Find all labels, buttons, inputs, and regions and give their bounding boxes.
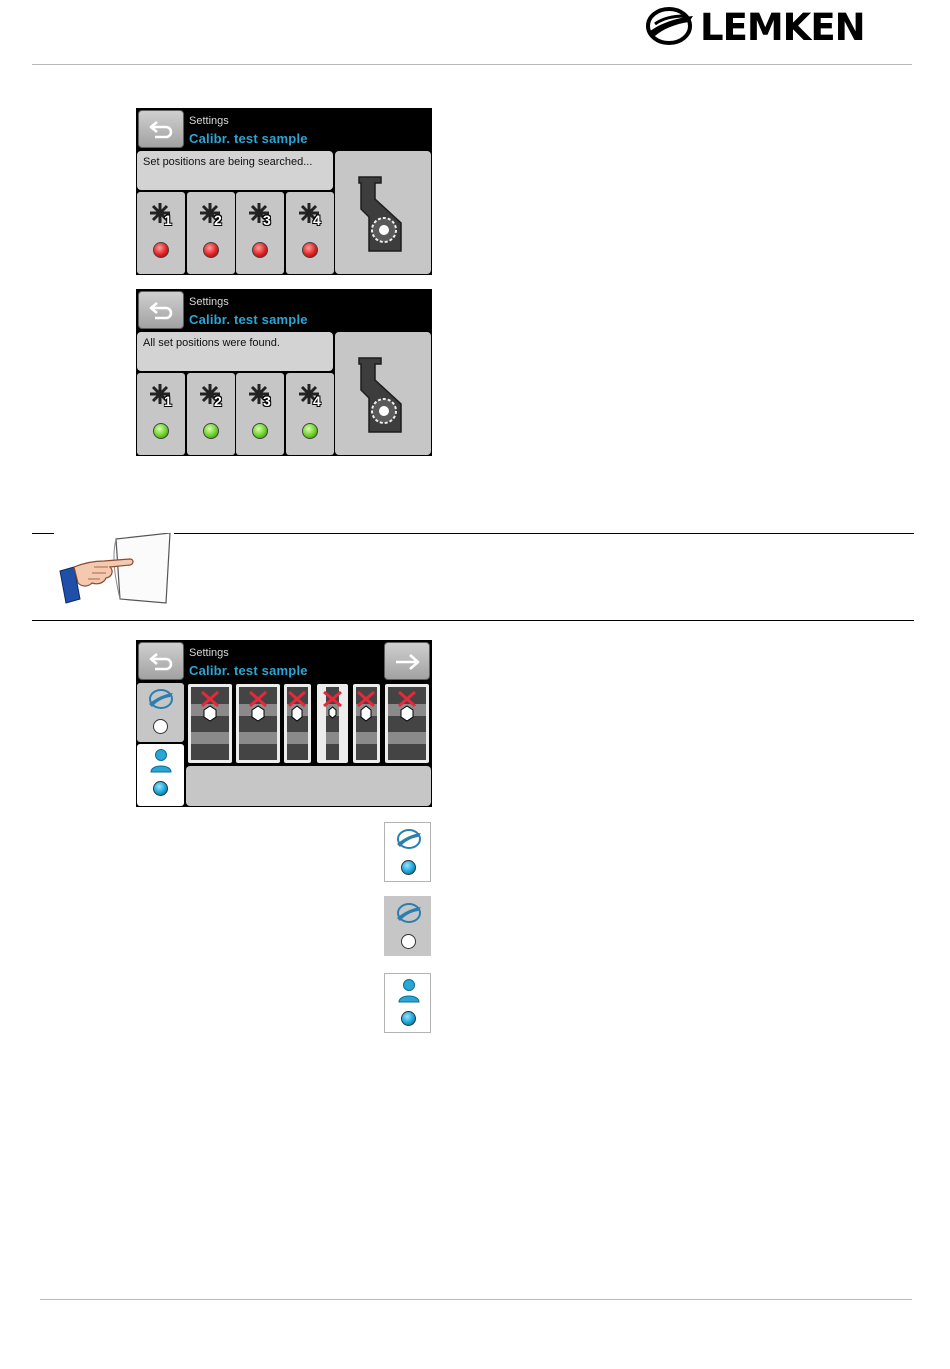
- indicator-empty: [153, 719, 168, 734]
- position-number: 1: [164, 212, 172, 228]
- header-title: Calibr. test sample: [189, 663, 308, 678]
- user-icon: [395, 978, 423, 1004]
- back-button[interactable]: [138, 291, 184, 329]
- position-number: 1: [164, 393, 172, 409]
- seed-row-4[interactable]: [317, 684, 348, 763]
- seed-metering-unit-icon: [353, 173, 413, 255]
- position-number: 3: [263, 393, 271, 409]
- back-arrow-icon: [149, 119, 175, 141]
- tool-panel: [335, 332, 431, 455]
- status-message-box: Set positions are being searched...: [137, 151, 333, 190]
- status-lamp-green: [203, 423, 219, 439]
- seed-row-5[interactable]: [353, 684, 380, 763]
- note-rule-top-left: [32, 533, 54, 534]
- position-number: 2: [214, 393, 222, 409]
- lemken-logo: LEMKEN: [643, 0, 905, 52]
- position-number: 4: [313, 393, 321, 409]
- indicator-blue: [153, 781, 168, 796]
- legend-machine-inactive: [384, 896, 431, 956]
- seed-row-1[interactable]: [188, 684, 232, 763]
- status-message-box: All set positions were found.: [137, 332, 333, 371]
- status-lamp-red: [153, 242, 169, 258]
- seed-row-3[interactable]: [284, 684, 311, 763]
- calibration-screen-found: Settings Calibr. test sample All set pos…: [136, 289, 432, 456]
- lemken-logo-icon: [395, 827, 423, 853]
- screen-header: Settings Calibr. test sample: [136, 289, 432, 331]
- seed-row-2[interactable]: [236, 684, 280, 763]
- status-lamp-red: [203, 242, 219, 258]
- seed-row-graphic: [353, 684, 380, 763]
- set-position-3: 3: [236, 373, 284, 455]
- seed-row-graphic: [284, 684, 311, 763]
- legend-user-active: [384, 973, 431, 1033]
- calibration-screen-rows: Settings Calibr. test sample: [136, 640, 432, 807]
- header-title: Calibr. test sample: [189, 131, 308, 146]
- pointing-hand-note-icon: [54, 533, 174, 607]
- set-position-2: 2: [187, 192, 235, 274]
- position-number: 2: [214, 212, 222, 228]
- status-strip: [186, 766, 431, 806]
- set-position-1: 1: [137, 192, 185, 274]
- screen-header: Settings Calibr. test sample: [136, 640, 432, 682]
- svg-text:LEMKEN: LEMKEN: [700, 6, 865, 49]
- position-number: 4: [313, 212, 321, 228]
- user-icon: [147, 748, 175, 774]
- seed-row-graphic: [317, 684, 348, 763]
- header-breadcrumb: Settings: [189, 296, 229, 308]
- status-lamp-red: [302, 242, 318, 258]
- seed-metering-unit-icon: [353, 354, 413, 436]
- seed-row-6[interactable]: [385, 684, 429, 763]
- screen-header: Settings Calibr. test sample: [136, 108, 432, 150]
- calibration-screen-searching: Settings Calibr. test sample Set positio…: [136, 108, 432, 275]
- status-lamp-green: [252, 423, 268, 439]
- status-lamp-red: [252, 242, 268, 258]
- legend-machine-active: [384, 822, 431, 882]
- back-button[interactable]: [138, 110, 184, 148]
- note-rule-top: [174, 533, 914, 534]
- note-block: [54, 533, 174, 607]
- status-message: All set positions were found.: [143, 337, 280, 349]
- status-message: Set positions are being searched...: [143, 156, 312, 168]
- indicator-empty: [401, 934, 416, 949]
- user-mode-button[interactable]: [137, 744, 184, 806]
- lemken-logo-icon: LEMKEN: [643, 0, 905, 52]
- lemken-logo-icon: [147, 687, 175, 713]
- note-rule-bottom: [32, 620, 914, 621]
- indicator-blue: [401, 1011, 416, 1026]
- header-rule: [32, 64, 912, 65]
- forward-button[interactable]: [384, 642, 430, 680]
- position-number: 3: [263, 212, 271, 228]
- seed-row-strip: [186, 683, 431, 764]
- set-position-4: 4: [286, 192, 334, 274]
- back-arrow-icon: [149, 300, 175, 322]
- forward-arrow-icon: [395, 653, 421, 671]
- seed-row-graphic: [385, 684, 429, 763]
- seed-row-graphic: [236, 684, 280, 763]
- header-breadcrumb: Settings: [189, 647, 229, 659]
- footer-rule: [40, 1299, 912, 1300]
- machine-mode-button[interactable]: [137, 683, 184, 742]
- set-position-2: 2: [187, 373, 235, 455]
- status-lamp-green: [302, 423, 318, 439]
- header-title: Calibr. test sample: [189, 312, 308, 327]
- header-breadcrumb: Settings: [189, 115, 229, 127]
- indicator-blue: [401, 860, 416, 875]
- back-button[interactable]: [138, 642, 184, 680]
- tool-panel: [335, 151, 431, 274]
- set-position-1: 1: [137, 373, 185, 455]
- status-lamp-green: [153, 423, 169, 439]
- set-position-4: 4: [286, 373, 334, 455]
- set-position-3: 3: [236, 192, 284, 274]
- back-arrow-icon: [149, 651, 175, 673]
- seed-row-graphic: [188, 684, 232, 763]
- lemken-logo-icon: [395, 901, 423, 927]
